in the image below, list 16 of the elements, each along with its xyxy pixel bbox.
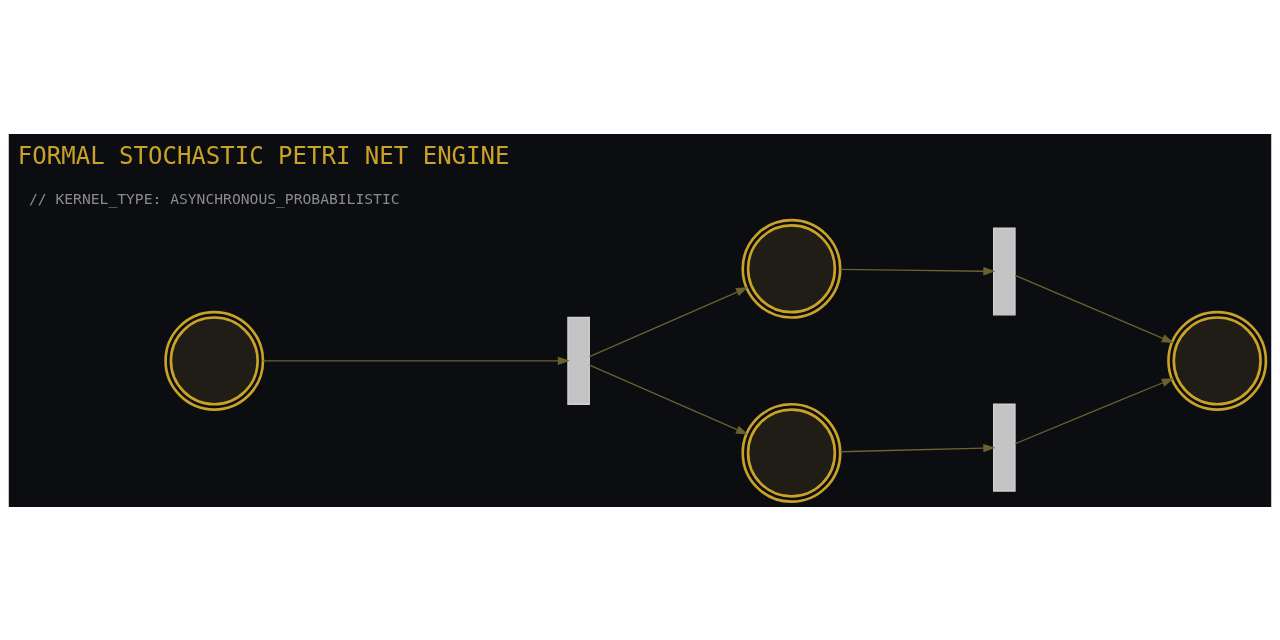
node-circle [741,402,842,503]
node-bar [567,316,590,405]
node-circle [741,218,842,319]
arrow [262,356,570,365]
node-circle [1167,310,1268,411]
arrow [588,286,749,357]
node-bar [993,226,1016,315]
node-bar [993,403,1016,492]
label: // KERNEL_TYPE: ASYNCHRONOUS_PROBABILISTIC [28,189,400,207]
node-circle [164,310,265,411]
arrow [588,363,749,435]
arrow [1014,377,1174,444]
arrow [1014,274,1174,343]
arrow [839,266,996,275]
arrow [839,443,996,452]
diagram-title: FORMAL STOCHASTIC PETRI NET ENGINE [17,141,510,170]
